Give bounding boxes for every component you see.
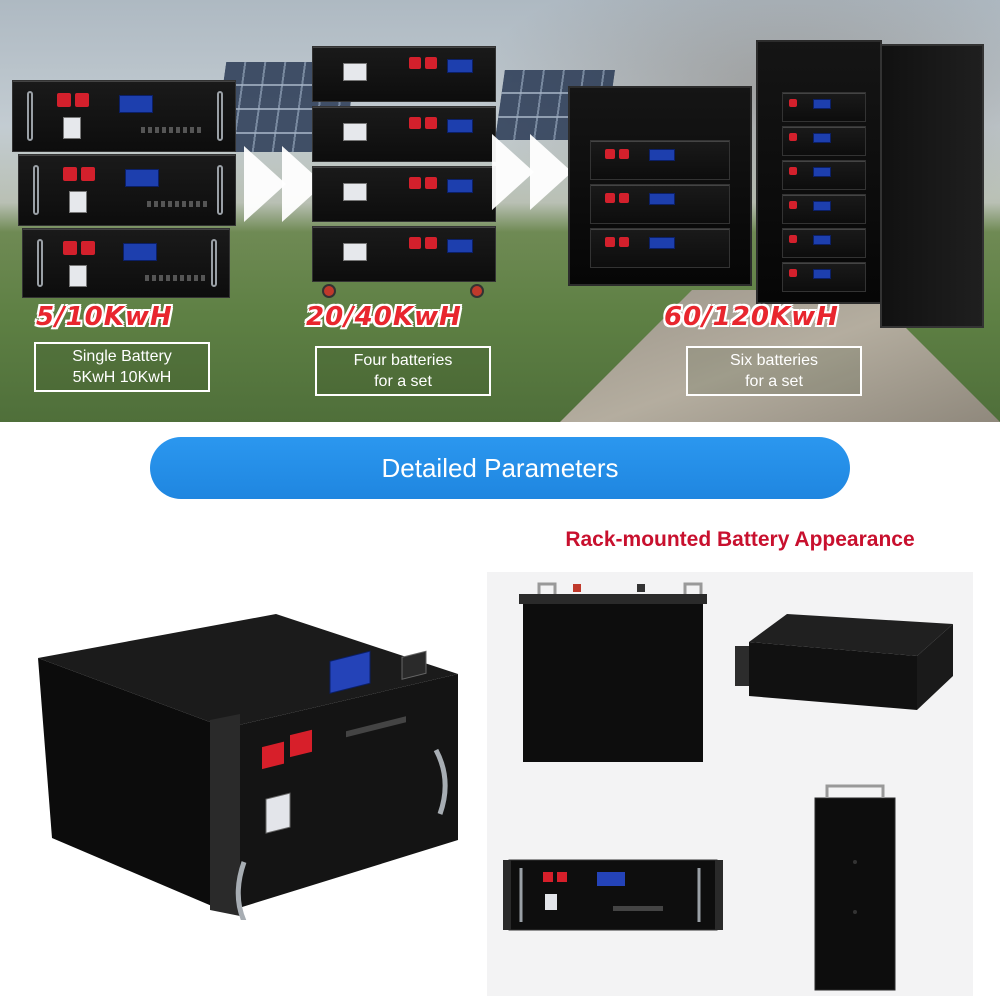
breaker-switch <box>265 792 291 834</box>
hero-scene: 5/10KwH 20/40KwH 60/120KwH Single Batter… <box>0 0 1000 422</box>
handle-right <box>433 748 448 815</box>
description-line: for a set <box>745 373 803 390</box>
caster-wheel <box>322 284 336 298</box>
arrow-icon <box>492 134 534 210</box>
rack-ear-left <box>210 714 240 916</box>
description-line: Single Battery <box>72 348 172 365</box>
battery-module <box>312 46 496 102</box>
button-row <box>346 716 406 738</box>
battery-rear-view <box>735 614 953 710</box>
battery-module <box>312 226 496 282</box>
battery-module <box>18 154 236 226</box>
lcd-screen <box>329 650 371 694</box>
battery-top-face <box>38 614 458 728</box>
appearance-title: Rack-mounted Battery Appearance <box>565 528 915 551</box>
handle-left <box>235 861 247 920</box>
description-line: 5KwH 10KwH <box>72 369 172 386</box>
capacity-label-four: 20/40KwH <box>306 302 462 332</box>
capacity-label-six: 60/120KwH <box>664 302 839 332</box>
arrow-icon <box>244 146 286 222</box>
description-box-four: Four batteries for a set <box>315 346 491 396</box>
battery-top-view <box>519 582 707 762</box>
negative-terminal <box>290 729 312 758</box>
battery-module <box>312 106 496 162</box>
description-line: for a set <box>374 373 432 390</box>
capacity-label-single: 5/10KwH <box>36 302 173 332</box>
arrow-icon <box>530 134 572 210</box>
battery-module <box>312 166 496 222</box>
positive-terminal <box>262 741 284 770</box>
detailed-parameters-banner: Detailed Parameters <box>150 437 850 499</box>
battery-front-view <box>503 859 723 931</box>
description-box-six: Six batteries for a set <box>686 346 862 396</box>
battery-front-face <box>226 674 458 912</box>
caster-wheel <box>470 284 484 298</box>
battery-module <box>12 80 236 152</box>
appearance-photo-panel <box>487 572 973 996</box>
battery-module <box>22 228 230 298</box>
communication-port <box>401 650 427 680</box>
description-box-single: Single Battery 5KwH 10KwH <box>34 342 210 392</box>
battery-side-view <box>814 784 896 991</box>
battery-side-face <box>38 658 226 912</box>
description-line: Six batteries <box>729 352 819 369</box>
description-line: Four batteries <box>353 352 453 369</box>
battery-product-photo <box>38 614 458 920</box>
